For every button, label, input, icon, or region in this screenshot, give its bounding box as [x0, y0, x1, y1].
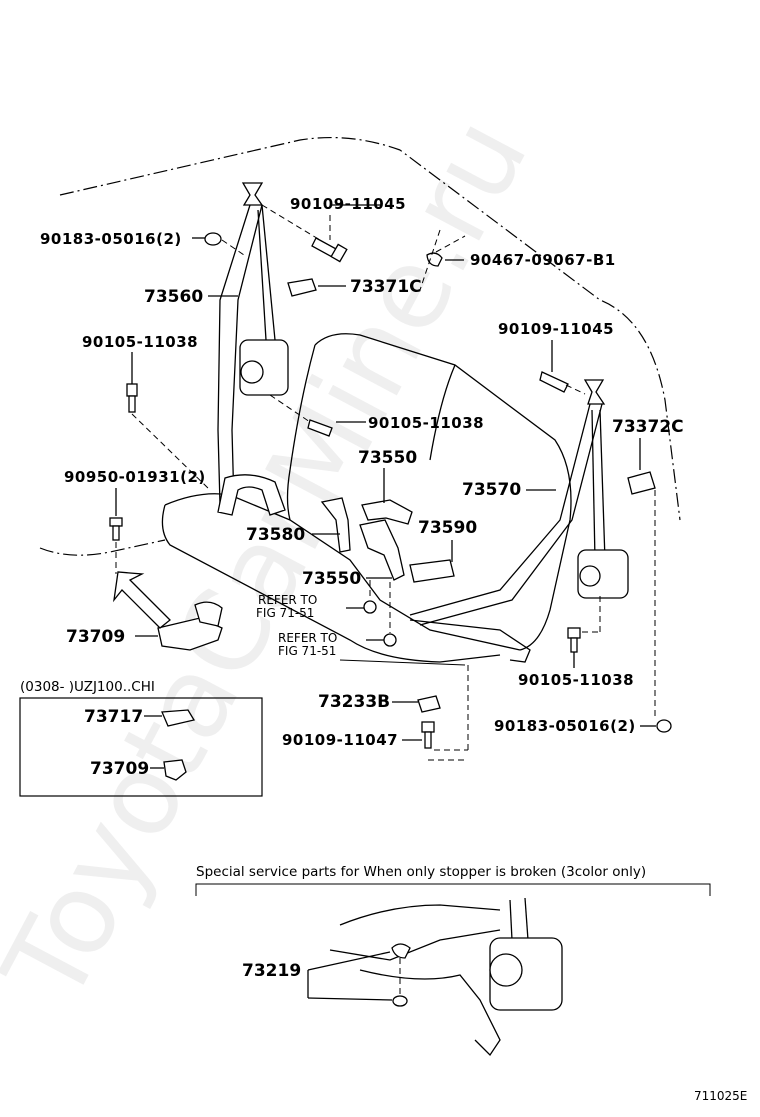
- leader-lines: [115, 204, 656, 761]
- cover-73372C: [627, 471, 656, 495]
- bolt-90105-11038-left: [126, 383, 138, 413]
- figure-code: 711025E: [694, 1089, 747, 1103]
- label-refer-a-line2: FIG 71-51: [256, 606, 314, 620]
- label-90109-11045-right: 90109-11045: [498, 320, 614, 338]
- label-refer-a-line1: REFER TO: [258, 593, 317, 607]
- belt-73560: [217, 182, 289, 516]
- inset-part-73717: [161, 709, 196, 727]
- belt-73570: [409, 379, 629, 663]
- inset-label-73717: 73717: [84, 707, 143, 727]
- label-90183-05016-upper: 90183-05016(2): [40, 230, 182, 248]
- label-73560: 73560: [144, 287, 203, 307]
- special-stopper-top: [391, 943, 411, 959]
- callout-labels: 90109-11045 90183-05016(2) 90467-09067-B…: [40, 195, 684, 749]
- label-90105-11038-center: 90105-11038: [368, 414, 484, 432]
- label-90950-01931: 90950-01931(2): [64, 468, 206, 486]
- label-90109-11047: 90109-11047: [282, 731, 398, 749]
- label-refer-b-line2: FIG 71-51: [278, 644, 336, 658]
- bolt-90105-11038-center: [307, 419, 333, 437]
- label-73590: 73590: [418, 518, 477, 538]
- inset-part-73709: [163, 759, 187, 781]
- cover-73371C: [287, 278, 317, 297]
- bolt-90109-11045-right: [539, 371, 569, 393]
- label-73550-upper: 73550: [358, 448, 417, 468]
- bolt-90950-01931: [109, 517, 123, 541]
- buckle-73550-upper: [361, 499, 413, 525]
- special-header: Special service parts for When only stop…: [196, 864, 646, 880]
- cover-73233B: [417, 695, 441, 713]
- label-90183-05016-lower: 90183-05016(2): [494, 717, 636, 735]
- bolt-90109-11047: [421, 721, 435, 749]
- label-73709: 73709: [66, 627, 125, 647]
- arrow: [113, 571, 171, 629]
- special-retractor-spool: [489, 953, 523, 987]
- nut-90183-05016-upper: [204, 232, 222, 246]
- bolt-90105-11038-right: [567, 627, 581, 653]
- label-73570: 73570: [462, 480, 521, 500]
- nut-90183-05016-lower: [656, 719, 672, 733]
- buckle-73580: [320, 497, 351, 553]
- rear-seat: [161, 333, 572, 710]
- bolt-90109-11045-upper: [311, 237, 348, 263]
- label-90105-11038-right: 90105-11038: [518, 671, 634, 689]
- nut-refer-a: [363, 600, 377, 614]
- inset-label-73709: 73709: [90, 759, 149, 779]
- inset-box: (0308- )UZJ100..CHI 73717 73709: [19, 679, 263, 797]
- label-73550-lower: 73550: [302, 569, 361, 589]
- special-stopper-bottom: [392, 995, 408, 1007]
- label-refer-b-line1: REFER TO: [278, 631, 337, 645]
- label-90109-11045-upper: 90109-11045: [290, 195, 406, 213]
- buckle-73550-lower: [359, 519, 405, 581]
- label-73580: 73580: [246, 525, 305, 545]
- label-73233B: 73233B: [318, 692, 390, 712]
- label-73372C: 73372C: [612, 417, 684, 437]
- anchor-73709: [157, 601, 223, 651]
- label-90105-11038-left: 90105-11038: [82, 333, 198, 351]
- inset-header: (0308- )UZJ100..CHI: [20, 679, 155, 695]
- label-90467-09067-B1: 90467-09067-B1: [470, 251, 616, 269]
- nut-refer-b: [383, 633, 397, 647]
- buckle-73590: [409, 559, 455, 583]
- label-73371C: 73371C: [350, 277, 422, 297]
- body-outline: [39, 136, 681, 556]
- special-section: Special service parts for When only stop…: [195, 864, 711, 1057]
- special-label-73219: 73219: [242, 961, 301, 981]
